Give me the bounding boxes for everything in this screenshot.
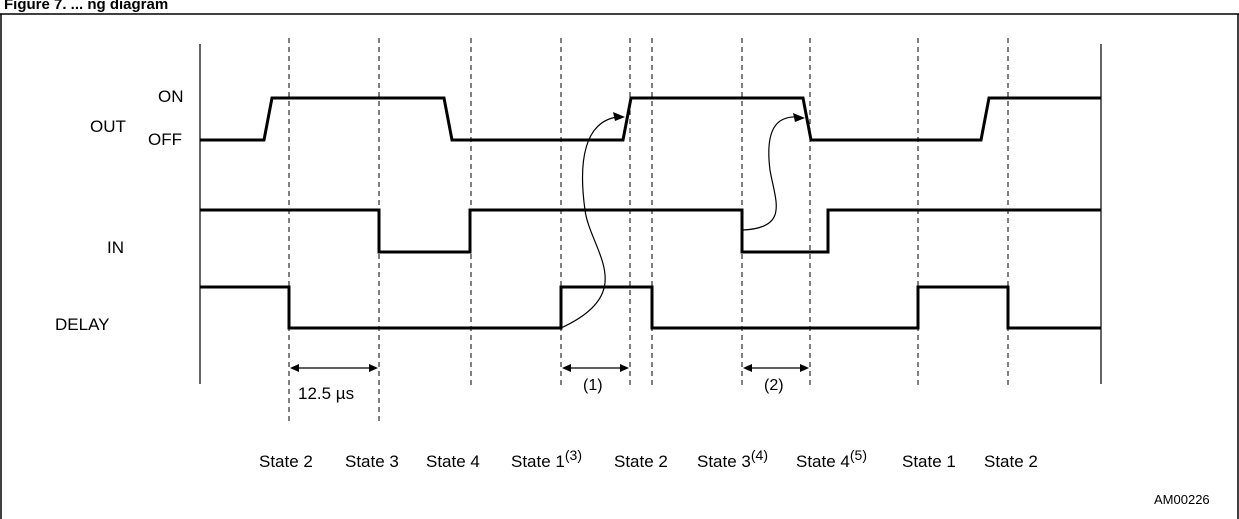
causal-arrow-delay-to-out [560,112,625,329]
in-signal-label: IN [107,238,124,257]
note1-dimension-arrow [562,364,629,372]
in-waveform [200,208,1101,254]
state-label: State 2 [614,452,668,471]
period-dimension-arrow [290,364,378,372]
footnote-ref: (5) [850,447,867,463]
state-label: State 2 [259,452,313,471]
delay-signal-label: DELAY [55,315,110,334]
causal-arrow-in-to-out [742,113,805,231]
figure-border [0,13,1239,519]
state-boundary-lines [288,38,1009,425]
footnote-ref: (4) [751,447,768,463]
period-label: 12.5 µs [298,384,354,403]
arrowhead [793,113,805,122]
footnote-ref: (3) [565,447,582,463]
state-label: State 4 [426,452,480,471]
state-label: State 2 [984,452,1038,471]
arrowhead [613,112,625,121]
out-off-label: OFF [148,130,182,149]
figure-caption: Figure 7. ... ng diagram [4,0,168,13]
state-label: State 1(3) [511,447,582,471]
delay-waveform [200,285,1101,330]
out-signal-label: OUT [90,117,126,136]
state-label: State 4(5) [796,447,867,471]
state-label: State 3 [345,452,399,471]
figure-code: AM00226 [1154,492,1210,507]
state-label: State 3(4) [697,447,768,471]
note2-label: (2) [764,377,784,394]
state-label: State 1 [902,452,956,471]
note2-dimension-arrow [743,364,809,372]
out-on-label: ON [158,87,184,106]
state-labels: State 2 State 3 State 4 State 1(3) State… [259,447,1038,471]
note1-label: (1) [583,377,603,394]
out-waveform [200,96,1101,142]
